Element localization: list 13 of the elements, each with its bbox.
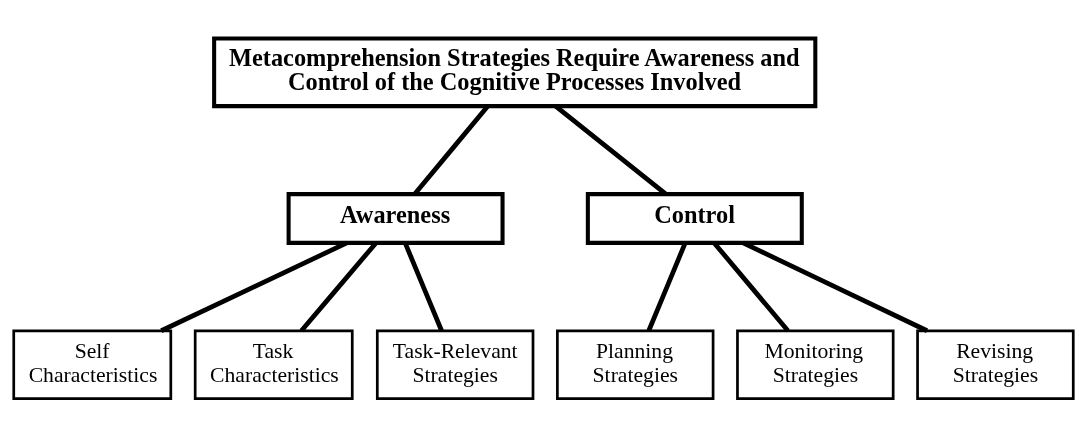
connector bbox=[742, 240, 929, 333]
node-box: Revising Strategies bbox=[916, 329, 1075, 400]
node-box: Planning Strategies bbox=[556, 329, 715, 400]
node-box: Metacomprehension Strategies Require Awareness and Control of the Cognitive Processes Involved bbox=[212, 36, 818, 109]
node-box: Task-Relevant Strategies bbox=[375, 329, 535, 400]
connector bbox=[402, 242, 444, 332]
node-box: Monitoring Strategies bbox=[736, 329, 895, 400]
connector bbox=[160, 240, 348, 333]
connector bbox=[646, 242, 688, 332]
node-box: Control bbox=[585, 192, 804, 245]
node-box: Awareness bbox=[286, 192, 505, 245]
node-box: Task Characteristics bbox=[193, 329, 354, 400]
node-box: Self Characteristics bbox=[12, 329, 173, 400]
